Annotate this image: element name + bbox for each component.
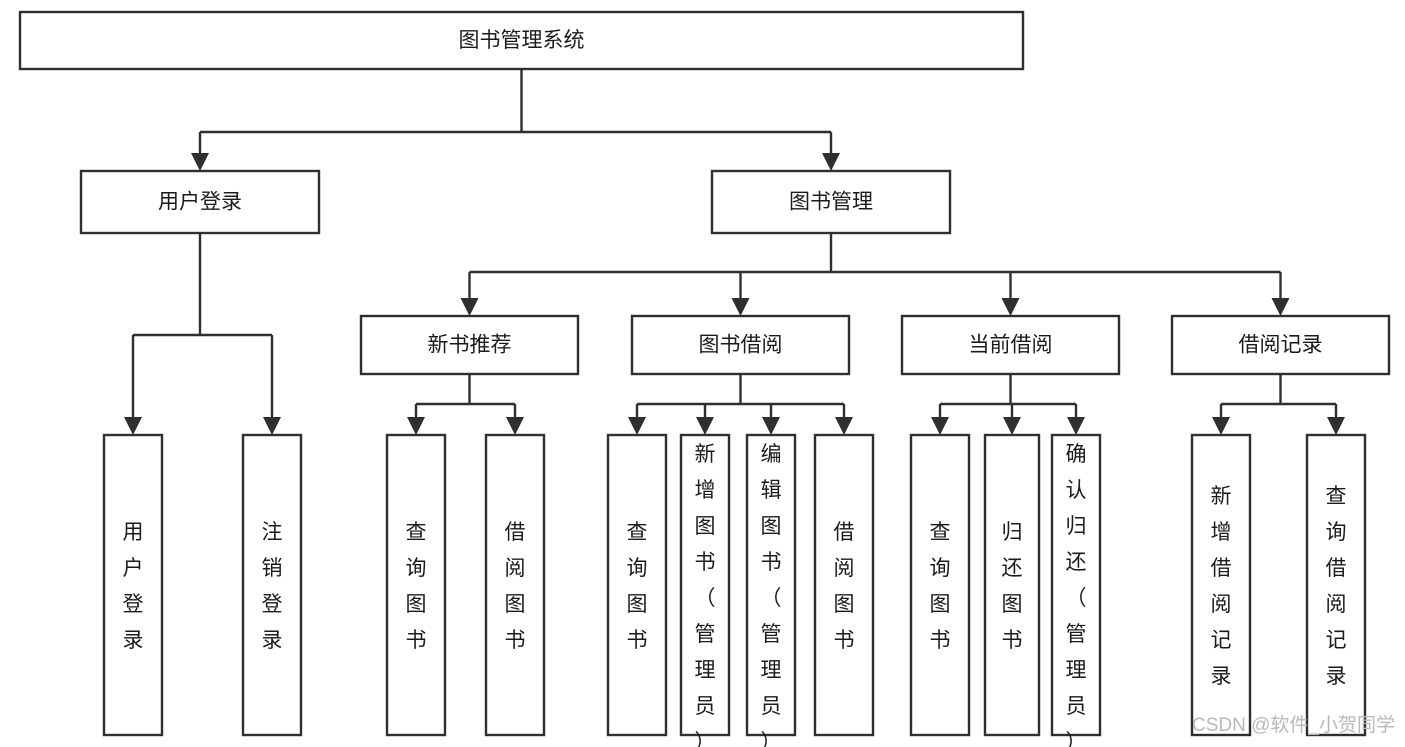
node-label: 新增借阅记录 [1211, 485, 1232, 688]
arrow-head-icon [696, 417, 714, 435]
node-box[interactable] [710, 169, 952, 235]
arrow-head-icon [124, 417, 142, 435]
node-label: 归还图书 [1002, 521, 1023, 652]
node-label: 查询图书 [930, 521, 951, 652]
node-label: 查询借阅记录 [1326, 485, 1347, 688]
node-leaf-user-login[interactable]: 用户登录 [102, 433, 164, 737]
arrow-head-icon [407, 417, 425, 435]
arrow-head-icon [263, 417, 281, 435]
node-box[interactable] [630, 314, 851, 376]
node-label: 借阅记录 [1239, 334, 1323, 357]
node-leaf-query-record[interactable]: 查询借阅记录 [1305, 433, 1367, 737]
node-label: 当前借阅 [969, 334, 1053, 357]
node-label: 查询图书 [627, 521, 648, 652]
arrow-head-icon [931, 417, 949, 435]
node-label: 图书管理 [789, 191, 873, 214]
node-label: 用户登录 [123, 521, 144, 652]
node-box[interactable] [79, 169, 321, 235]
node-leaf-query-book-3[interactable]: 查询图书 [909, 433, 971, 737]
node-label: 编辑图书（管理员） [761, 443, 782, 747]
connector-layer [124, 69, 1345, 435]
arrow-head-icon [731, 298, 750, 316]
node-label: 确认归还（管理员） [1066, 443, 1087, 747]
node-layer: 图书管理系统用户登录图书管理新书推荐图书借阅当前借阅借阅记录用户登录注销登录查询… [18, 10, 1391, 747]
node-leaf-confirm-return[interactable]: 确认归还（管理员） [1050, 433, 1102, 747]
arrow-head-icon [191, 153, 209, 171]
node-leaf-query-book-1[interactable]: 查询图书 [385, 433, 447, 737]
node-box[interactable] [18, 10, 1025, 71]
arrow-head-icon [1001, 298, 1020, 316]
node-label: 查询图书 [406, 521, 427, 652]
node-label: 图书借阅 [699, 334, 783, 357]
node-label: 新增图书（管理员） [695, 443, 716, 747]
node-leaf-edit-book[interactable]: 编辑图书（管理员） [745, 433, 797, 747]
node-box[interactable] [909, 433, 971, 737]
node-box[interactable] [241, 433, 303, 737]
node-box[interactable] [813, 433, 875, 737]
node-label: 借阅图书 [505, 521, 526, 652]
arrow-head-icon [628, 417, 646, 435]
arrow-head-icon [1212, 417, 1230, 435]
node-book-manage[interactable]: 图书管理 [710, 169, 952, 235]
node-leaf-query-book-2[interactable]: 查询图书 [606, 433, 668, 737]
node-box[interactable] [484, 433, 546, 737]
node-box[interactable] [745, 433, 797, 737]
node-label: 图书管理系统 [459, 29, 585, 52]
node-label: 新书推荐 [428, 334, 512, 357]
node-leaf-borrow-book-2[interactable]: 借阅图书 [813, 433, 875, 737]
arrow-head-icon [460, 298, 479, 316]
node-label: 用户登录 [158, 191, 242, 214]
arrow-head-icon [1327, 417, 1345, 435]
arrow-head-icon [1067, 417, 1085, 435]
node-leaf-add-record[interactable]: 新增借阅记录 [1190, 433, 1252, 737]
arrow-head-icon [822, 153, 840, 171]
node-book-borrow[interactable]: 图书借阅 [630, 314, 851, 376]
node-root[interactable]: 图书管理系统 [18, 10, 1025, 71]
node-leaf-borrow-book-1[interactable]: 借阅图书 [484, 433, 546, 737]
node-leaf-return-book[interactable]: 归还图书 [983, 433, 1041, 737]
node-box[interactable] [1050, 433, 1102, 737]
node-box[interactable] [359, 314, 580, 376]
node-box[interactable] [900, 314, 1121, 376]
node-borrow-records[interactable]: 借阅记录 [1170, 314, 1391, 376]
node-leaf-user-logout[interactable]: 注销登录 [241, 433, 303, 737]
csdn-watermark: CSDN @软件_小贺同学 [1192, 714, 1395, 736]
node-new-book-recommend[interactable]: 新书推荐 [359, 314, 580, 376]
node-box[interactable] [1170, 314, 1391, 376]
node-label: 借阅图书 [834, 521, 855, 652]
arrow-head-icon [1003, 417, 1021, 435]
node-box[interactable] [679, 433, 731, 737]
node-box[interactable] [385, 433, 447, 737]
node-leaf-add-book[interactable]: 新增图书（管理员） [679, 433, 731, 747]
arrow-head-icon [1271, 298, 1290, 316]
node-box[interactable] [606, 433, 668, 737]
node-user-login[interactable]: 用户登录 [79, 169, 321, 235]
node-box[interactable] [102, 433, 164, 737]
node-label: 注销登录 [262, 521, 283, 652]
arrow-head-icon [835, 417, 853, 435]
arrow-head-icon [762, 417, 780, 435]
node-current-borrow[interactable]: 当前借阅 [900, 314, 1121, 376]
arrow-head-icon [506, 417, 524, 435]
node-box[interactable] [983, 433, 1041, 737]
node-box[interactable] [1190, 433, 1252, 737]
node-box[interactable] [1305, 433, 1367, 737]
